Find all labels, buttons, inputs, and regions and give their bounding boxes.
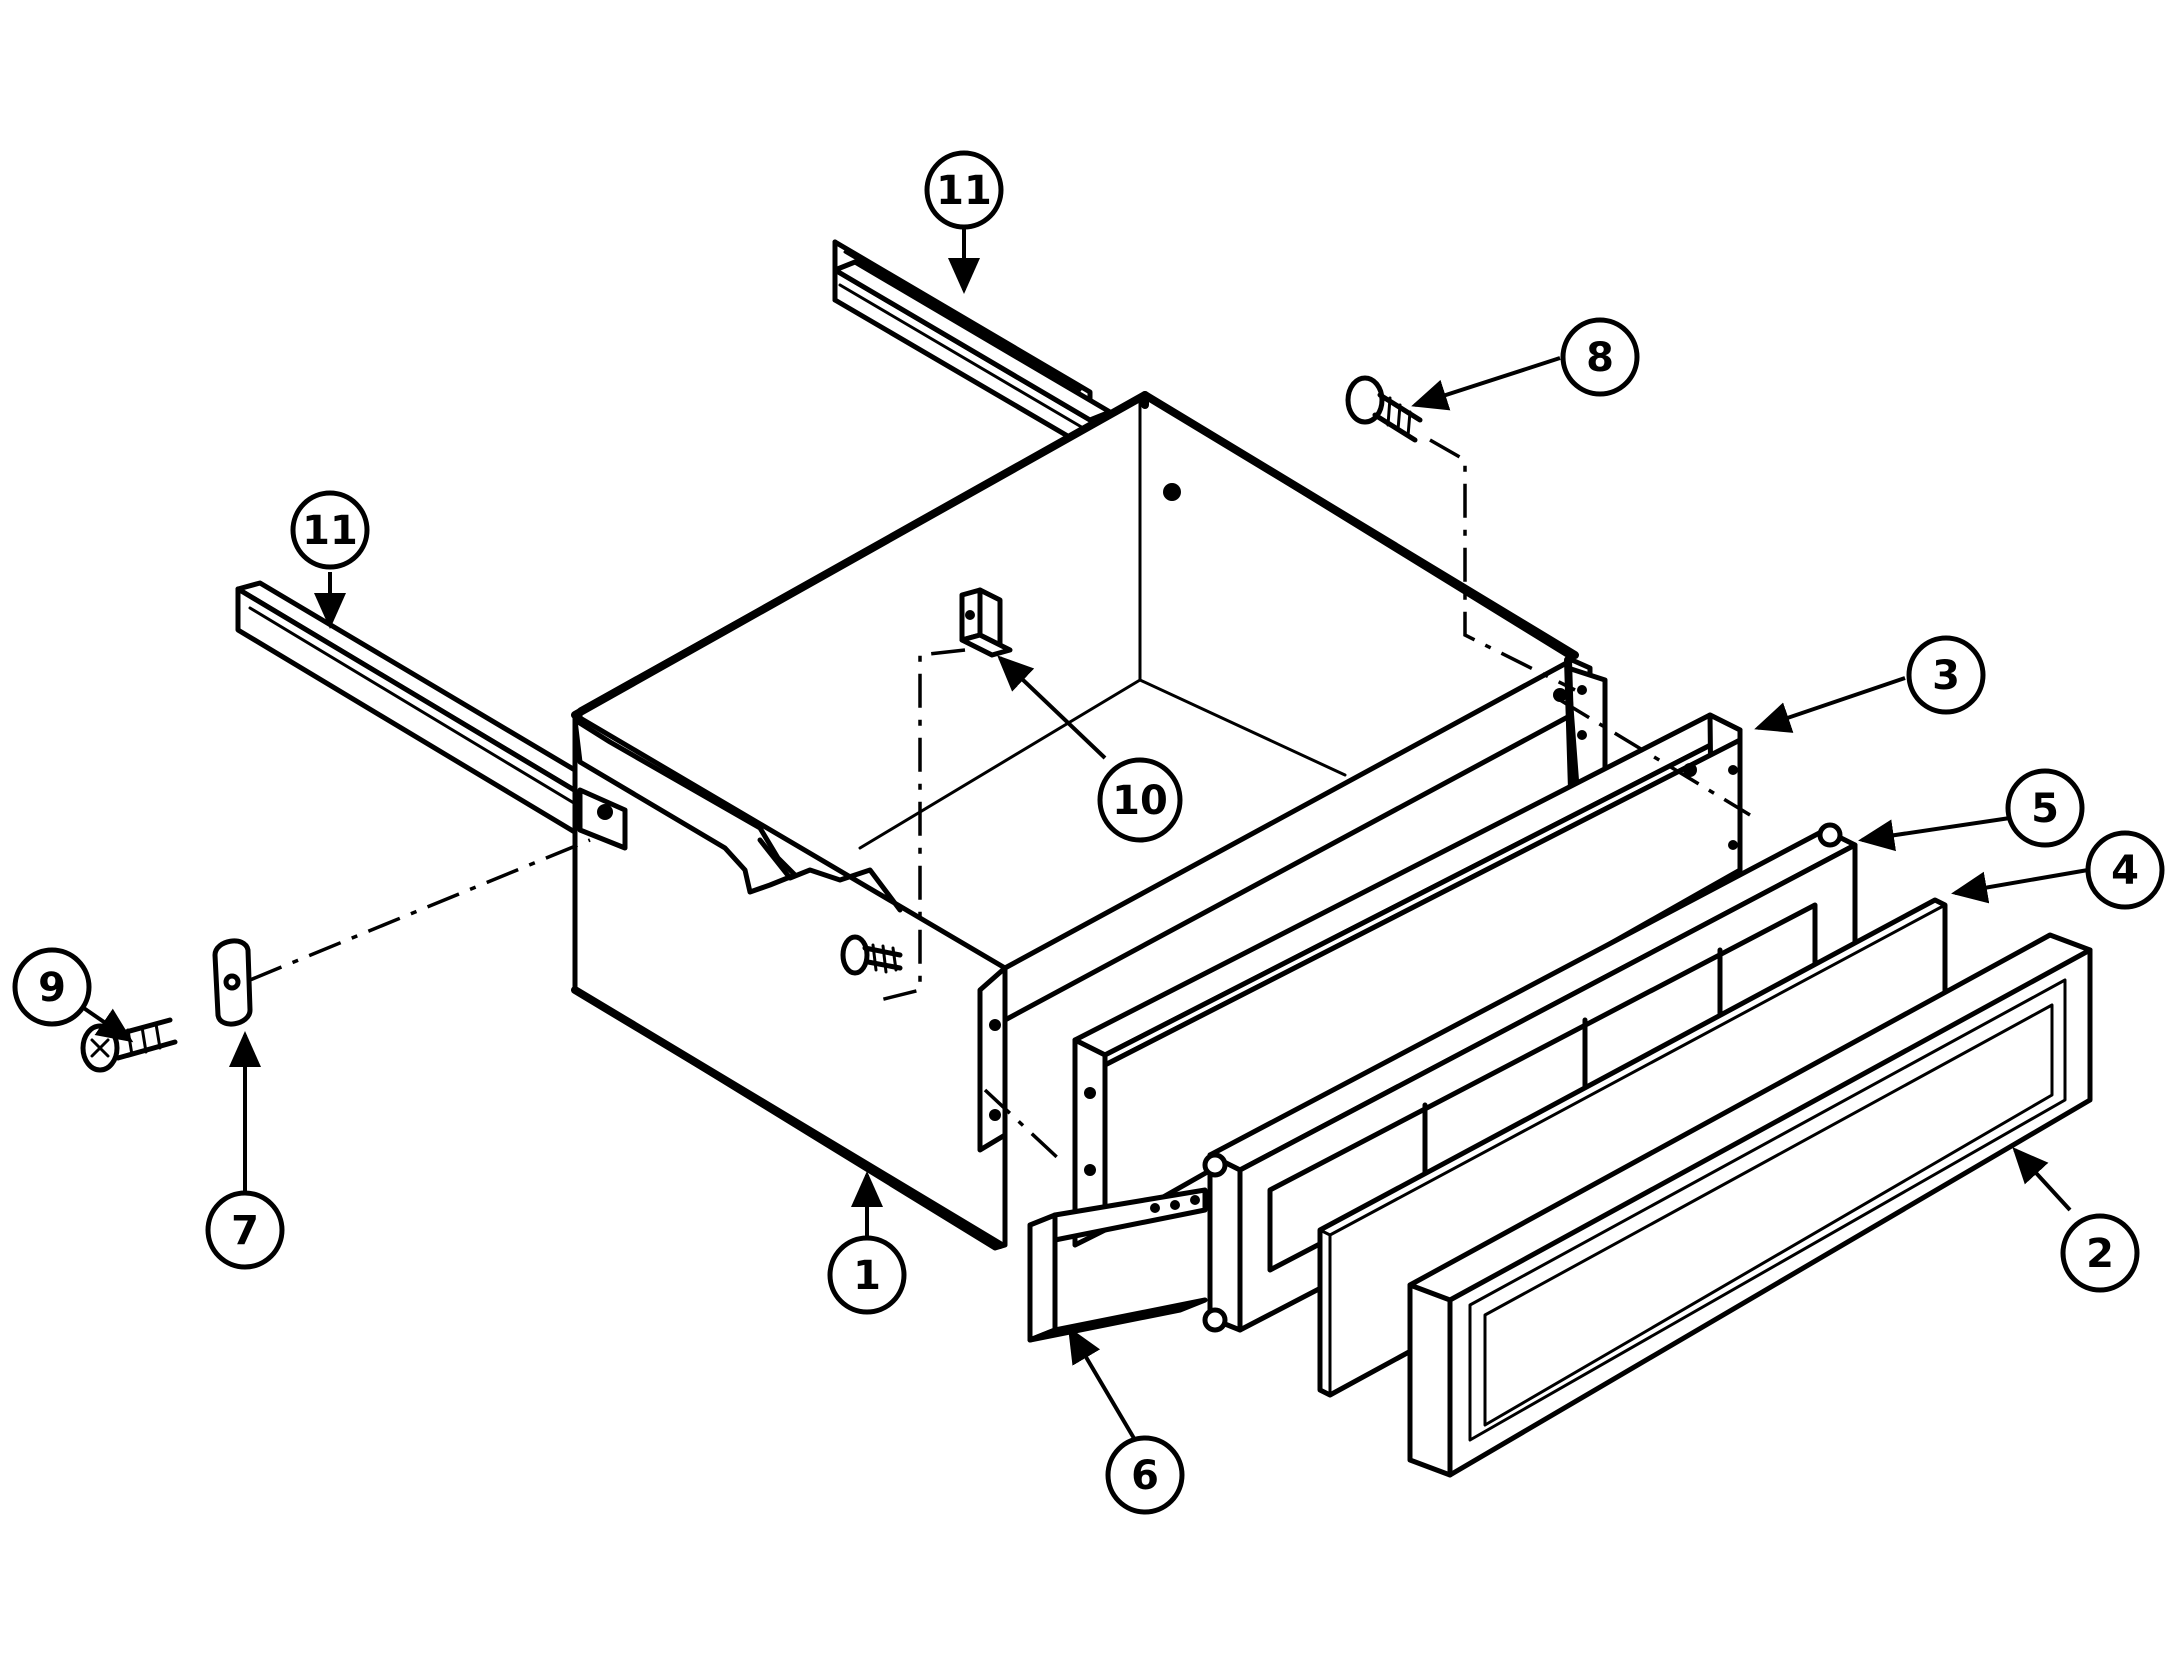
svg-text:8: 8 — [1586, 335, 1614, 381]
callout-6: 6 — [1105, 1435, 1185, 1515]
callout-5: 5 — [2005, 768, 2085, 848]
svg-text:4: 4 — [2111, 848, 2139, 894]
callout-3: 3 — [1906, 635, 1986, 715]
rear-drawer-slide-rail — [832, 239, 1113, 455]
callout-2: 2 — [2060, 1213, 2140, 1293]
callout-7: 7 — [205, 1190, 285, 1270]
svg-text:11: 11 — [302, 508, 358, 554]
svg-text:6: 6 — [1131, 1453, 1159, 1499]
drawer-stop-clip — [959, 587, 1013, 658]
drawer-body — [571, 391, 1608, 1251]
side-screw — [840, 934, 903, 976]
front-bottom-bracket — [1027, 1187, 1208, 1343]
screw-part-9 — [80, 1017, 178, 1073]
callout-4: 4 — [2085, 830, 2165, 910]
drawer-front-support-panel — [1072, 698, 1751, 1248]
svg-text:5: 5 — [2031, 786, 2059, 832]
svg-text:1: 1 — [853, 1253, 881, 1299]
callout-1: 1 — [827, 1235, 907, 1315]
svg-text:11: 11 — [936, 168, 992, 214]
svg-text:10: 10 — [1112, 778, 1168, 824]
callout-9: 9 — [12, 947, 92, 1027]
left-hinge-bracket — [577, 787, 628, 851]
svg-text:3: 3 — [1932, 653, 1960, 699]
drawer-front-panel — [1407, 932, 2093, 1478]
svg-text:7: 7 — [231, 1208, 259, 1254]
spacer-part-7 — [212, 938, 253, 1027]
callout-11-left-rail: 11 — [290, 490, 370, 570]
callout-8: 8 — [1560, 317, 1640, 397]
callout-11-rear-rail: 11 — [924, 150, 1004, 230]
callout-10: 10 — [1097, 757, 1183, 843]
svg-text:2: 2 — [2086, 1231, 2114, 1277]
screw-part-8 — [1345, 375, 1423, 443]
svg-text:9: 9 — [38, 965, 66, 1011]
